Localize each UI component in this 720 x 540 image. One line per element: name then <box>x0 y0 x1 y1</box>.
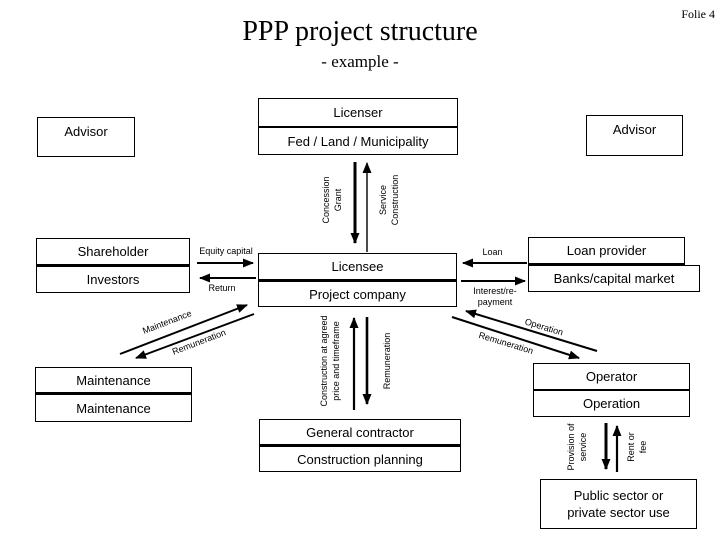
advisor-right-box: Advisor <box>586 115 683 156</box>
slide-title: PPP project structure <box>242 16 478 47</box>
operation-box: Operation <box>533 391 690 417</box>
licenser-box: Licenser <box>258 98 458 128</box>
maintenance-sub-box: Maintenance <box>35 395 192 422</box>
general-contractor-box: General contractor <box>259 419 461 447</box>
rent-line2: fee <box>638 440 648 454</box>
provision-of-service-label: Provision of service <box>565 412 589 482</box>
maintenance-flow-arrow <box>119 304 248 355</box>
provision-line2: service <box>578 432 588 462</box>
advisor-left-box: Advisor <box>37 117 135 157</box>
equity-capital-label: Equity capital <box>199 246 253 256</box>
interest-line1: Interest/re- <box>473 286 517 296</box>
rent-or-fee-label: Rent or fee <box>625 422 649 472</box>
remuneration-left-arrow <box>135 313 255 359</box>
licensee-box: Licensee <box>258 253 457 282</box>
rent-line1: Rent or <box>626 432 636 462</box>
interest-repayment-label: Interest/re- payment <box>458 286 532 308</box>
project-company-box: Project company <box>258 282 457 307</box>
investors-box: Investors <box>36 267 190 293</box>
interest-line2: payment <box>477 297 513 307</box>
return-label: Return <box>208 283 236 293</box>
slide-subtitle: - example - <box>321 52 399 71</box>
licenser-sub-box: Fed / Land / Municipality <box>258 128 458 155</box>
remuneration-right-arrow <box>451 316 580 360</box>
page-number-label: Folie 4 <box>681 7 715 21</box>
service-construction-label: Service Construction <box>377 159 401 241</box>
concession-grant-label: Concession Grant <box>320 159 344 241</box>
construction-planning-box: Construction planning <box>259 447 461 472</box>
provision-line1: Provision of <box>566 423 576 471</box>
grant-label: Grant <box>333 188 343 212</box>
operator-box: Operator <box>533 363 690 391</box>
concession-label: Concession <box>321 176 331 224</box>
shareholder-box: Shareholder <box>36 238 190 267</box>
construction-agreed-line2: price and timeframe <box>331 321 341 401</box>
loan-label: Loan <box>482 247 503 257</box>
maintenance-box: Maintenance <box>35 367 192 395</box>
public-sector-line2: private sector use <box>567 505 670 520</box>
service-label: Service <box>378 185 388 216</box>
loan-provider-box: Loan provider <box>528 237 685 266</box>
public-sector-box: Public sector or private sector use <box>540 479 697 529</box>
construction-label: Construction <box>390 174 400 226</box>
construction-agreed-line1: Construction at agreed <box>319 315 329 407</box>
operation-flow-arrow <box>465 309 598 352</box>
remuneration-center-label: Remuneration <box>382 332 392 390</box>
construction-agreed-label: Construction at agreed price and timefra… <box>318 306 342 416</box>
banks-capital-market-box: Banks/capital market <box>528 265 700 292</box>
public-sector-line1: Public sector or <box>573 488 664 503</box>
